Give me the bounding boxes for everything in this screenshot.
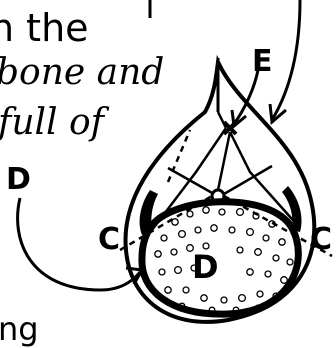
text-bottom: ng: [0, 310, 39, 348]
text-line-2: bone and: [0, 52, 164, 93]
label-E: E: [252, 44, 273, 79]
inner-cavity: [142, 202, 298, 314]
label-D-top: D: [6, 162, 31, 197]
arrow-D: [18, 198, 140, 290]
arrow-top-right: [272, 0, 300, 120]
label-D-inner: D: [192, 248, 219, 286]
text-line-1: n the: [0, 6, 89, 50]
text-line-3: full of: [0, 102, 104, 143]
label-C-left: C: [98, 222, 120, 257]
label-C-right: C: [310, 222, 332, 257]
